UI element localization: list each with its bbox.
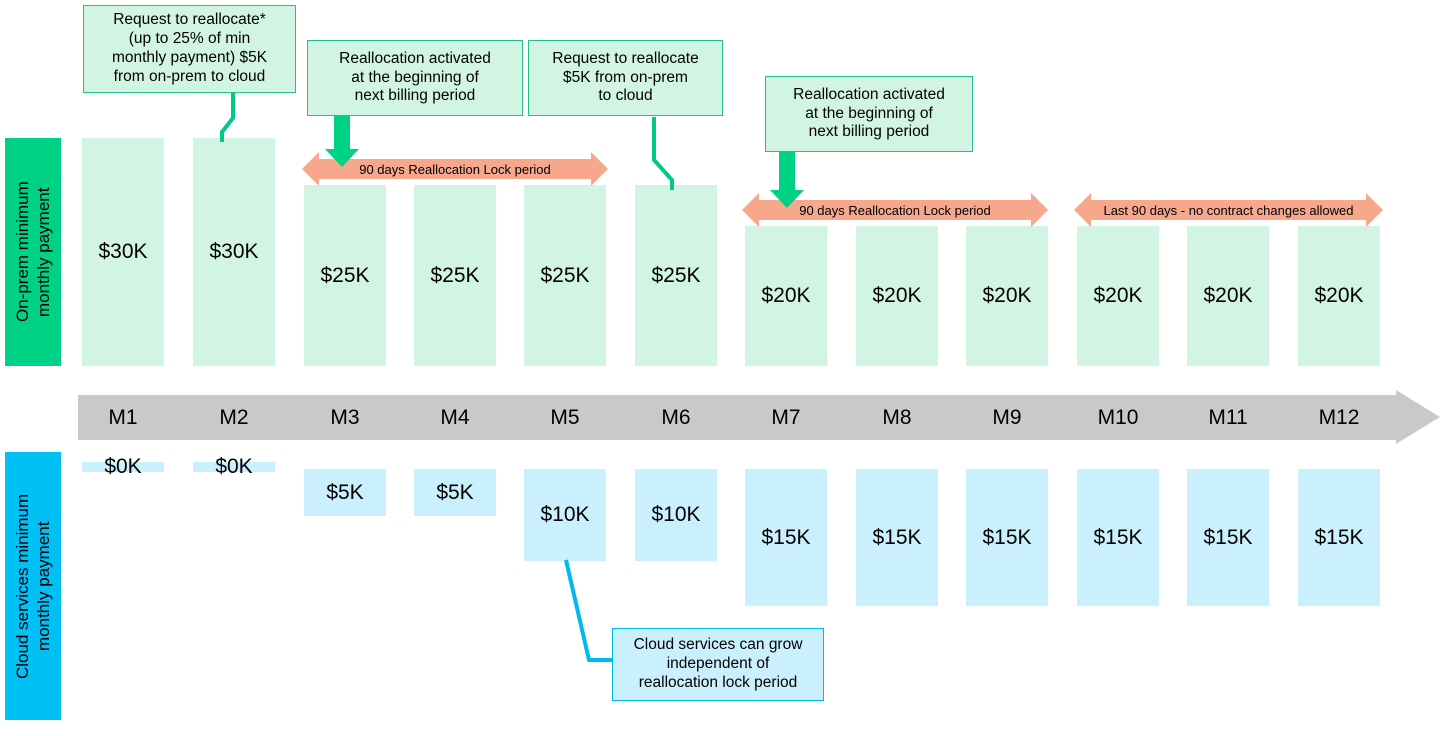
bar-value-onprem-m8: $20K [872, 284, 922, 307]
bar-value-cloud-m1: $0K [104, 455, 142, 478]
bar-value-onprem-m7: $20K [761, 284, 811, 307]
lock-period-label-3: Last 90 days - no contract changes allow… [1103, 202, 1354, 218]
arrow-head-down-icon [325, 149, 359, 167]
month-label-m2: M2 [219, 405, 249, 429]
bar-cloud-m6: $10K [635, 469, 717, 561]
bar-onprem-m11: $20K [1187, 226, 1269, 366]
bar-cloud-m9: $15K [966, 469, 1048, 606]
connector-request-2 [652, 117, 674, 190]
arrow-shaft [758, 200, 1032, 220]
bar-cloud-m1: $0K [82, 455, 164, 478]
bar-onprem-m6: $25K [635, 185, 717, 366]
bar-cloud-m8: $15K [856, 469, 938, 606]
bar-value-cloud-m8: $15K [872, 525, 922, 549]
bar-onprem-m4: $25K [414, 185, 496, 366]
bar-value-onprem-m1: $30K [98, 240, 148, 263]
month-label-m1: M1 [108, 405, 138, 429]
arrow-shaft [1090, 200, 1367, 220]
bar-value-onprem-m5: $25K [540, 263, 590, 287]
bar-value-onprem-m4: $25K [430, 263, 480, 287]
bar-onprem-m3: $25K [304, 185, 386, 366]
category-label-cloud-services: Cloud services minimum monthly payment [5, 452, 61, 720]
bar-value-cloud-m7: $15K [761, 525, 811, 549]
connector-request-1 [220, 92, 235, 142]
bar-value-cloud-m9: $15K [982, 525, 1032, 549]
category-label-on-prem: On-prem minimum monthly payment [5, 138, 61, 366]
bar-value-cloud-m6: $10K [651, 503, 701, 526]
timeline-axis: M1 M2 M3 M4 M5 M6 M7 M8 M9 M10 M11 M12 [78, 390, 1440, 444]
bar-value-cloud-m2: $0K [215, 455, 253, 478]
timeline-bar [78, 395, 1396, 440]
bar-cloud-m3: $5K [304, 469, 386, 516]
month-label-m3: M3 [330, 405, 360, 429]
month-label-m4: M4 [440, 405, 470, 429]
bar-value-onprem-m9: $20K [982, 284, 1032, 307]
arrow-head-left-icon [742, 193, 759, 227]
bar-cloud-m5: $10K [524, 469, 606, 561]
bar-value-onprem-m12: $20K [1314, 284, 1364, 307]
month-label-m8: M8 [882, 405, 912, 429]
bar-onprem-m1: $30K [82, 138, 164, 366]
month-label-m5: M5 [550, 405, 580, 429]
bar-value-cloud-m11: $15K [1203, 525, 1253, 549]
arrow-head-right-icon [591, 152, 608, 186]
bar-onprem-m9: $20K [966, 226, 1048, 366]
activation-arrow-2 [770, 152, 804, 208]
callout-cloud-services-grow: Cloud services can grow independent of r… [612, 628, 824, 701]
arrow-head-right-icon [1366, 193, 1383, 227]
month-label-m12: M12 [1318, 405, 1360, 429]
bar-cloud-m2: $0K [193, 455, 275, 478]
bar-onprem-m2: $30K [193, 138, 275, 366]
bar-value-cloud-m4: $5K [436, 480, 474, 504]
timeline-arrow-head-icon [1396, 390, 1440, 444]
bar-onprem-m7: $20K [745, 226, 827, 366]
bar-cloud-m7: $15K [745, 469, 827, 606]
bar-onprem-m8: $20K [856, 226, 938, 366]
callout-request-reallocate-2: Request to reallocate $5K from on-prem t… [528, 40, 723, 116]
bar-cloud-m4: $5K [414, 469, 496, 516]
callout-reallocation-activated-1: Reallocation activated at the beginning … [307, 40, 523, 116]
bar-value-onprem-m11: $20K [1203, 284, 1253, 307]
lock-period-label-2: 90 days Reallocation Lock period [799, 202, 991, 218]
activation-arrow-1 [325, 115, 359, 167]
bar-cloud-m10: $15K [1077, 469, 1159, 606]
arrow-head-left-icon [1074, 193, 1091, 227]
bar-value-onprem-m6: $25K [651, 263, 701, 287]
bar-value-cloud-m10: $15K [1093, 525, 1143, 549]
bar-onprem-m12: $20K [1298, 226, 1380, 366]
bar-value-onprem-m2: $30K [209, 240, 259, 263]
arrow-stem [779, 152, 795, 190]
bar-onprem-m10: $20K [1077, 226, 1159, 366]
bar-value-onprem-m10: $20K [1093, 284, 1143, 307]
lock-period-arrow-2: 90 days Reallocation Lock period [742, 193, 1048, 227]
lock-period-arrow-1: 90 days Reallocation Lock period [302, 152, 608, 186]
bar-value-cloud-m12: $15K [1314, 525, 1364, 549]
month-label-m10: M10 [1097, 405, 1139, 429]
bar-value-cloud-m3: $5K [326, 480, 364, 504]
bar-cloud-m12: $15K [1298, 469, 1380, 606]
lock-period-arrow-3: Last 90 days - no contract changes allow… [1074, 193, 1383, 227]
connector-cloud-grow [564, 559, 612, 662]
callout-reallocation-activated-2: Reallocation activated at the beginning … [765, 76, 973, 152]
month-label-m7: M7 [771, 405, 801, 429]
bar-cloud-m11: $15K [1187, 469, 1269, 606]
month-label-m9: M9 [992, 405, 1022, 429]
arrow-head-left-icon [302, 152, 319, 186]
arrow-head-right-icon [1031, 193, 1048, 227]
arrow-stem [334, 115, 350, 149]
arrow-shaft [318, 159, 592, 179]
arrow-head-down-icon [770, 190, 804, 208]
bar-value-cloud-m5: $10K [540, 503, 590, 526]
lock-period-label-1: 90 days Reallocation Lock period [359, 161, 551, 177]
bar-onprem-m5: $25K [524, 185, 606, 366]
bar-value-onprem-m3: $25K [320, 263, 370, 287]
month-label-m11: M11 [1208, 405, 1248, 429]
callout-request-reallocate-1: Request to reallocate* (up to 25% of min… [83, 5, 296, 93]
month-label-m6: M6 [661, 405, 691, 429]
